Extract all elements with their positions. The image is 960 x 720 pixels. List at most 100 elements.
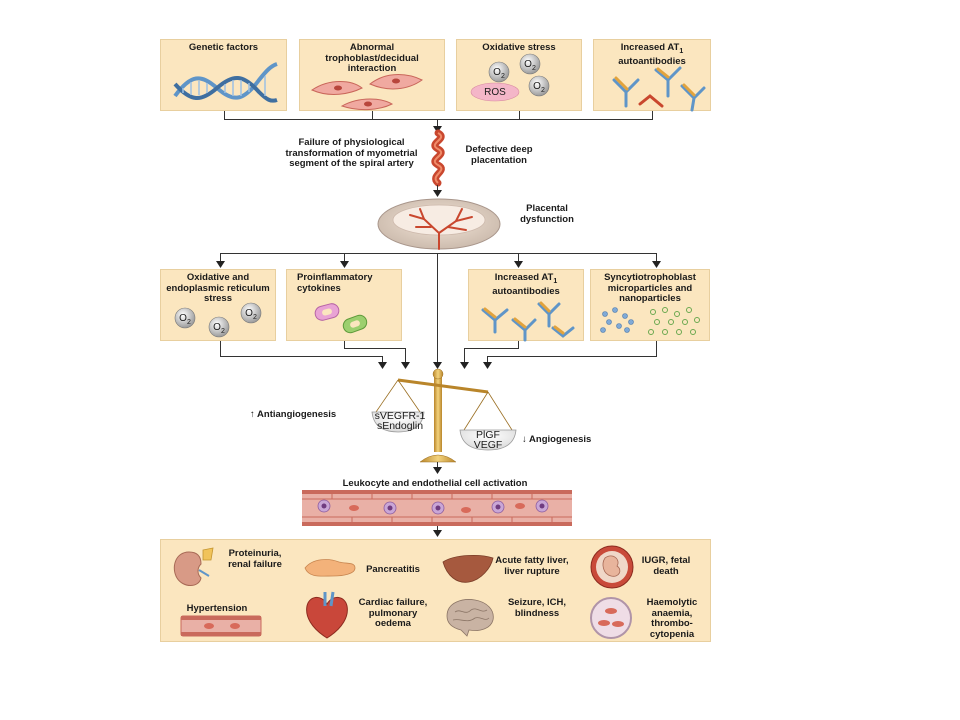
arrow-head-icon — [514, 261, 523, 268]
scale-connector-line — [464, 348, 519, 349]
oxygen-molecule-icon — [174, 302, 262, 338]
antibody-icon — [481, 301, 575, 342]
o2-label-1: O2 — [493, 67, 505, 80]
kidney-icon — [173, 547, 214, 586]
artery-failure-label: Failure of physiological transformation … — [285, 137, 418, 169]
arrow-head-icon — [216, 261, 225, 268]
genetic-factors-label: Genetic factors — [188, 42, 259, 53]
sVEGFR1-label: sVEGFR-1 — [374, 410, 426, 422]
cytokine-icon — [314, 303, 368, 334]
top-connector-line — [372, 111, 373, 120]
iugr-label: IUGR, fetal death — [641, 555, 691, 577]
right-pan-text: PlGF VEGF — [462, 429, 514, 451]
scale-connector-line — [518, 341, 519, 349]
angiogenesis-label: ↓ Angiogenesis — [522, 434, 592, 445]
seizure-label: Seizure, ICH, blindness — [507, 597, 567, 619]
arrow-head-icon — [433, 362, 442, 369]
syncytiotrophoblast-label: Syncytiotrophoblast microparticles and n… — [604, 272, 696, 304]
cytokines-box: Proinflammatory cytokines — [286, 269, 402, 341]
sEndoglin-label: sEndoglin — [376, 420, 424, 432]
o2-label-2: O2 — [524, 59, 536, 72]
haemolytic-label: Haemolytic anaemia, thrombo-cytopenia — [646, 597, 698, 640]
ros-label: ROS — [484, 87, 506, 98]
balance-scale-icon — [371, 368, 517, 463]
central-line — [437, 253, 438, 364]
cardiac-label: Cardiac failure, pulmonary oedema — [358, 597, 428, 629]
genetic-factors-box: Genetic factors — [160, 39, 287, 111]
arrow-head-icon — [460, 362, 469, 369]
liver-icon — [442, 554, 494, 583]
syncytiotrophoblast-box: Syncytiotrophoblast microparticles and n… — [590, 269, 710, 341]
arrow-head-icon — [483, 362, 492, 369]
top-connector-line — [224, 119, 653, 120]
microparticle-icon — [600, 307, 700, 335]
dna-helix-icon — [173, 62, 278, 103]
pancreatitis-label: Pancreatitis — [366, 564, 420, 575]
arrow-head-icon — [433, 126, 442, 133]
blood-vessel-icon — [302, 490, 572, 526]
top-connector-line — [652, 111, 653, 120]
scale-connector-line — [464, 348, 465, 364]
placenta-icon — [377, 198, 501, 250]
antibody-icon — [612, 66, 706, 112]
arrow-head-icon — [433, 467, 442, 474]
arrow-head-icon — [652, 261, 661, 268]
o2-label-4: O2 — [179, 313, 191, 326]
antiangiogenesis-label: ↑ Antiangiogenesis — [250, 409, 337, 420]
trophoblast-cell-icon — [310, 74, 423, 111]
mid-connector-line — [518, 253, 519, 263]
defective-placentation-label: Defective deep placentation — [465, 144, 533, 166]
renal-label: Proteinuria, renal failure — [228, 548, 282, 570]
scale-connector-line — [405, 348, 406, 364]
scale-down-line — [437, 462, 438, 469]
oxidative-stress-label: Oxidative stress — [482, 42, 556, 53]
outcomes-box: Proteinuria, renal failure Pancreatitis … — [160, 539, 711, 642]
oxidative-stress-box: Oxidative stress ROS O2 O2 O2 — [456, 39, 582, 111]
oxidative-er-stress-label: Oxidative and endoplasmic reticulum stre… — [166, 272, 270, 304]
cytokines-label: Proinflammatory cytokines — [297, 272, 373, 294]
blood-vessel-icon — [180, 615, 262, 637]
brain-icon — [446, 599, 494, 637]
arrow-head-icon — [433, 190, 442, 197]
mid-connector-line — [220, 253, 221, 263]
mid-connector-line — [344, 253, 345, 263]
left-pan-text: sVEGFR-1 sEndoglin — [374, 410, 426, 432]
scale-connector-line — [344, 341, 345, 349]
VEGF-label: VEGF — [473, 439, 503, 451]
spiral-artery-icon — [431, 129, 445, 187]
arrow-head-icon — [340, 261, 349, 268]
arrow-head-icon — [378, 362, 387, 369]
mid-connector-line — [220, 253, 657, 254]
top-connector-line — [437, 119, 438, 129]
oxygen-molecule-icon — [470, 53, 550, 102]
heart-icon — [306, 591, 348, 639]
artery-connector-line — [437, 185, 438, 192]
PlGF-label: PlGF — [476, 429, 500, 441]
hypertension-label: Hypertension — [186, 603, 248, 614]
arrow-head-icon — [433, 530, 442, 537]
top-connector-line — [224, 111, 225, 120]
liver-label: Acute fatty liver, liver rupture — [495, 555, 569, 577]
fetus-icon — [590, 545, 634, 589]
scale-connector-line — [220, 356, 382, 357]
scale-connector-line — [344, 348, 405, 349]
trophoblast-box: Abnormal trophoblast/decidual interactio… — [299, 39, 445, 111]
mid-connector-line — [656, 253, 657, 263]
scale-connector-line — [487, 356, 657, 357]
o2-label-5: O2 — [213, 322, 225, 335]
placental-dysfunction-label: Placental dysfunction — [520, 203, 574, 225]
red-blood-cell-icon — [590, 597, 632, 639]
o2-label-6: O2 — [245, 308, 257, 321]
arrow-head-icon — [401, 362, 410, 369]
oxidative-er-stress-box: Oxidative and endoplasmic reticulum stre… — [160, 269, 276, 341]
vessel-down-line — [437, 526, 438, 532]
pancreas-icon — [304, 559, 356, 577]
o2-label-3: O2 — [533, 81, 545, 94]
top-connector-line — [519, 111, 520, 120]
scale-connector-line — [487, 356, 488, 364]
scale-connector-line — [656, 341, 657, 357]
